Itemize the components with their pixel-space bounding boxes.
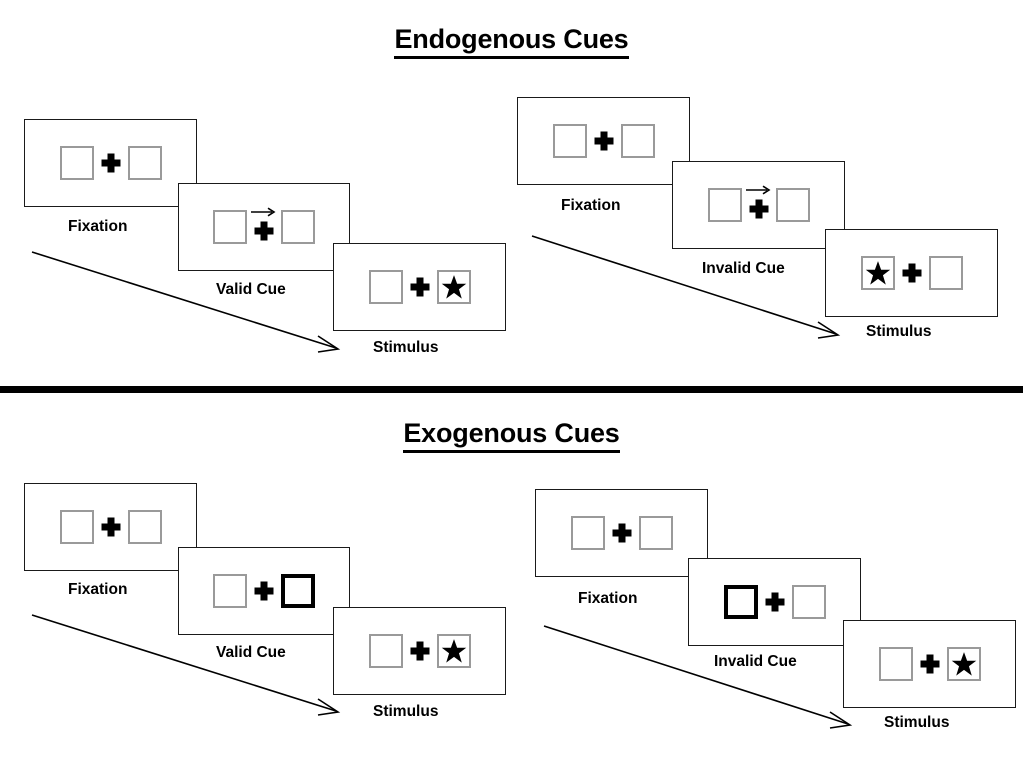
star-icon <box>441 275 466 299</box>
panel-inner <box>860 256 963 290</box>
placeholder-box-left <box>707 188 742 222</box>
placeholder-box-right-cued <box>281 574 315 608</box>
panel-exogenous-invalid-fixation <box>535 489 708 577</box>
plus-icon <box>895 256 929 290</box>
arrow-right-icon <box>251 207 277 217</box>
panel-exogenous-valid-fixation <box>24 483 197 571</box>
placeholder-box-left <box>59 510 94 544</box>
placeholder-box-left-cued <box>723 585 758 619</box>
caption-endogenous-valid-stimulus: Stimulus <box>373 339 439 356</box>
panel-endogenous-valid-fixation <box>24 119 197 207</box>
panel-exogenous-valid-stimulus <box>333 607 506 695</box>
caption-endogenous-invalid-fixation: Fixation <box>561 197 621 214</box>
section-divider <box>0 386 1023 393</box>
panel-inner <box>552 124 655 158</box>
placeholder-box-left <box>213 574 247 608</box>
panel-endogenous-valid-stimulus <box>333 243 506 331</box>
caption-endogenous-valid-cue: Valid Cue <box>216 281 286 298</box>
placeholder-box-right <box>127 510 162 544</box>
panel-inner <box>723 585 826 619</box>
star-icon <box>441 639 466 663</box>
caption-exogenous-valid-stimulus: Stimulus <box>373 703 439 720</box>
placeholder-box-right <box>436 634 471 668</box>
placeholder-box-right <box>638 516 673 550</box>
plus-icon <box>403 634 437 668</box>
plus-icon <box>403 270 437 304</box>
panel-inner <box>213 207 315 244</box>
placeholder-box-left <box>878 647 913 681</box>
section-title-exogenous-text: Exogenous Cues <box>403 418 620 453</box>
caption-exogenous-invalid-fixation: Fixation <box>578 590 638 607</box>
placeholder-box-left <box>213 210 247 244</box>
caption-exogenous-valid-cue: Valid Cue <box>216 644 286 661</box>
plus-icon <box>587 124 621 158</box>
placeholder-box-right <box>928 256 963 290</box>
caption-exogenous-valid-fixation: Fixation <box>68 581 128 598</box>
placeholder-box-left <box>368 270 403 304</box>
panel-exogenous-invalid-cue <box>688 558 861 646</box>
caption-endogenous-valid-fixation: Fixation <box>68 218 128 235</box>
placeholder-box-right <box>946 647 981 681</box>
panel-inner <box>570 516 673 550</box>
arrow-right-icon <box>745 185 772 195</box>
caption-endogenous-invalid-stimulus: Stimulus <box>866 323 932 340</box>
placeholder-box-left <box>368 634 403 668</box>
placeholder-box-right <box>775 188 810 222</box>
plus-icon <box>247 574 281 608</box>
caption-exogenous-invalid-stimulus: Stimulus <box>884 714 950 731</box>
placeholder-box-right <box>127 146 162 180</box>
section-title-endogenous: Endogenous Cues <box>0 24 1023 59</box>
panel-inner <box>213 574 315 608</box>
panel-endogenous-valid-cue <box>178 183 350 271</box>
plus-icon <box>742 185 776 222</box>
section-title-exogenous: Exogenous Cues <box>0 418 1023 453</box>
placeholder-box-left <box>860 256 895 290</box>
panel-inner <box>707 185 810 222</box>
plus-icon <box>913 647 947 681</box>
placeholder-box-right <box>620 124 655 158</box>
caption-exogenous-invalid-cue: Invalid Cue <box>714 653 797 670</box>
panel-exogenous-valid-cue <box>178 547 350 635</box>
plus-icon <box>247 207 281 244</box>
caption-endogenous-invalid-cue: Invalid Cue <box>702 260 785 277</box>
placeholder-box-left <box>552 124 587 158</box>
placeholder-box-right <box>791 585 826 619</box>
panel-inner <box>878 647 981 681</box>
placeholder-box-left <box>570 516 605 550</box>
panel-endogenous-invalid-cue <box>672 161 845 249</box>
panel-exogenous-invalid-stimulus <box>843 620 1016 708</box>
placeholder-box-left <box>59 146 94 180</box>
plus-icon <box>758 585 792 619</box>
plus-icon <box>94 146 128 180</box>
star-icon <box>865 261 890 285</box>
section-title-endogenous-text: Endogenous Cues <box>394 24 629 59</box>
panel-inner <box>368 270 471 304</box>
panel-inner <box>59 146 162 180</box>
plus-icon <box>94 510 128 544</box>
panel-inner <box>59 510 162 544</box>
star-icon <box>951 652 976 676</box>
placeholder-box-right <box>436 270 471 304</box>
panel-inner <box>368 634 471 668</box>
plus-icon <box>605 516 639 550</box>
panel-endogenous-invalid-stimulus <box>825 229 998 317</box>
panel-endogenous-invalid-fixation <box>517 97 690 185</box>
placeholder-box-right <box>281 210 315 244</box>
